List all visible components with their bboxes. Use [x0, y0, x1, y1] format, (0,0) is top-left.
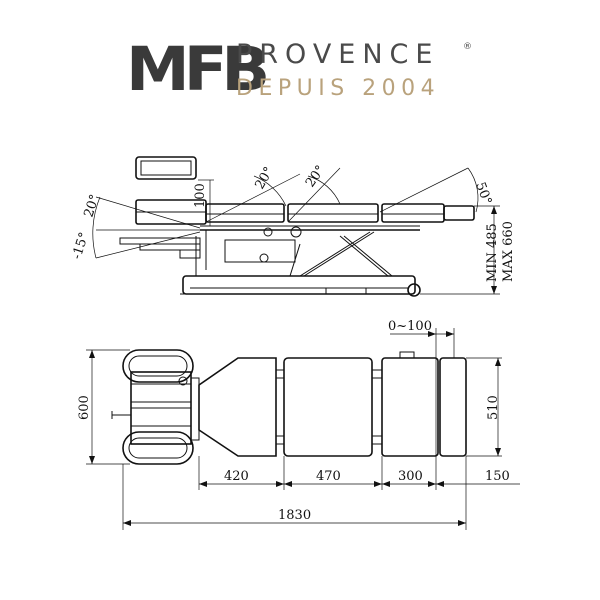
logo-registered-mark: ® — [463, 42, 472, 52]
shift-range-label: 0~100 — [388, 319, 432, 334]
foot-pad — [443, 205, 475, 221]
angle-leg-label: 50° — [472, 180, 494, 207]
logo-tagline: DEPUIS 2004 — [236, 76, 441, 101]
abdomen-pad — [287, 203, 379, 223]
angle-head-up-label: 20° — [82, 193, 103, 220]
leg-section-top — [381, 357, 439, 457]
head-handle-top — [122, 349, 194, 383]
chest-pad — [205, 203, 285, 223]
logo-brand: MFB — [126, 34, 270, 106]
top-view — [86, 328, 520, 530]
abdomen-section-top — [283, 357, 373, 457]
height-min-label: MIN 485 — [485, 223, 500, 282]
width-body-label: 510 — [486, 395, 501, 420]
segment-420-label: 420 — [224, 469, 249, 484]
side-view — [92, 156, 500, 297]
foot-pedal — [325, 287, 367, 295]
segment-470-label: 470 — [316, 469, 341, 484]
head-pad-raised — [135, 156, 197, 180]
wheel — [407, 283, 421, 297]
angle-mid2-label: 20° — [303, 163, 329, 190]
segment-150-label: 150 — [485, 469, 510, 484]
motor-housing — [224, 239, 296, 263]
segment-300-label: 300 — [398, 469, 423, 484]
chest-section-top — [198, 357, 277, 457]
brand-logo: MFB PROVENCE ® DEPUIS 2004 — [0, 0, 600, 110]
foot-section-top — [439, 357, 467, 457]
head-handle-bottom — [122, 431, 194, 465]
angle-head-down-label: -15° — [70, 231, 93, 262]
width-head-label: 600 — [77, 395, 92, 420]
height-max-label: MAX 660 — [501, 221, 516, 282]
head-offset-label: 100 — [193, 183, 208, 208]
logo-name: PROVENCE — [236, 39, 440, 70]
total-length-label: 1830 — [278, 508, 311, 523]
base-frame — [182, 275, 416, 295]
